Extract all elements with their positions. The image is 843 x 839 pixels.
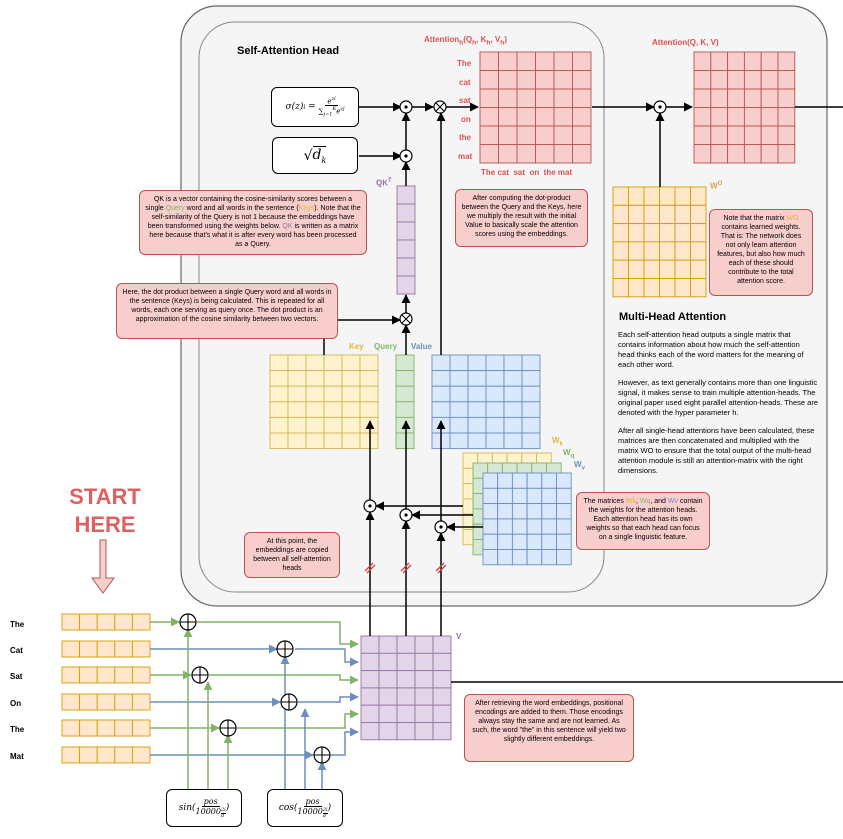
input-word: Mat: [10, 752, 24, 761]
qkt-vector: [396, 185, 416, 295]
attention-col-words: The cat sat on the mat: [481, 168, 573, 177]
add-op: [276, 640, 294, 658]
dot-product-op: [434, 520, 448, 534]
add-op: [219, 719, 237, 737]
wq-label: Wq: [563, 448, 575, 460]
split-mark: [364, 562, 376, 574]
wo-label: WO: [710, 181, 723, 191]
embedding-row: [61, 746, 151, 764]
copied-note: At this point, the embeddings are copied…: [244, 532, 340, 578]
wv-matrix: [482, 472, 572, 566]
add-op: [280, 693, 298, 711]
wire-green: [197, 621, 359, 649]
wire-green: [209, 674, 359, 685]
attention-row-word: cat: [459, 78, 471, 87]
attention-row-word: The: [457, 59, 472, 68]
start-arrow: [91, 539, 115, 594]
input-word: Cat: [10, 646, 23, 655]
matrices-note: The matrices Wk, Wq, and Wv contain the …: [576, 492, 710, 550]
multiply-op: [433, 100, 447, 114]
wv-label: Wv: [574, 460, 585, 472]
query-vector: [395, 354, 415, 450]
multi-head-attention-title: Multi-Head Attention: [619, 311, 727, 323]
input-word: Sat: [10, 672, 23, 681]
self-attention-head-title: Self-Attention Head: [237, 45, 340, 57]
input-word: On: [10, 699, 22, 708]
wire-green: [237, 709, 359, 729]
attention-row-word: on: [461, 115, 471, 124]
multi-head-description: Each self-attention head outputs a singl…: [618, 330, 818, 475]
query-label: Query: [374, 342, 398, 351]
wo-note: Note that the matrix WO contains learned…: [709, 209, 813, 296]
embedding-row: [61, 640, 151, 658]
embedding-row: [61, 719, 151, 737]
dot-product-op: [399, 100, 413, 114]
wire-blue: [298, 692, 359, 703]
attention-row-word: mat: [458, 152, 473, 161]
multiply-op: [399, 312, 413, 326]
softmax-formula: σ(z)i = ezi ∑j=1Kezj: [271, 87, 359, 127]
add-op: [191, 666, 209, 684]
dot-product-note: Here, the dot product between a single Q…: [116, 283, 338, 339]
qk-note: QK is a vector containing the cosine-sim…: [139, 190, 367, 255]
wo-matrix: [612, 186, 707, 298]
split-mark: [400, 562, 412, 574]
dot-product-op: [363, 499, 377, 513]
key-matrix: [269, 354, 379, 450]
v-matrix: [360, 635, 452, 741]
attention-h-label: Attentionh(Qh, Kh, Vh): [424, 35, 507, 47]
scale-note: After computing the dot-product between …: [455, 189, 588, 247]
key-label: Key: [349, 342, 364, 351]
embedding-row: [61, 666, 151, 684]
sqrt-dk-formula: √dk: [272, 137, 358, 174]
attention-matrix: [693, 51, 796, 164]
value-label: Value: [411, 342, 432, 351]
attention-h-matrix: [479, 51, 592, 164]
wire-blue: [295, 648, 359, 667]
positional-note: After retrieving the word embeddings, po…: [464, 694, 634, 762]
split-mark: [435, 562, 447, 574]
dot-product-op: [653, 100, 667, 114]
input-word: The: [10, 620, 25, 629]
attention-qkv-label: Attention(Q, K, V): [652, 38, 719, 47]
dot-product-op: [399, 149, 413, 163]
dot-product-op: [399, 508, 413, 522]
wk-label: Wk: [552, 436, 563, 448]
input-word: The: [10, 725, 25, 734]
attention-row-word: sat: [459, 96, 471, 105]
add-op: [313, 746, 331, 764]
embedding-row: [61, 613, 151, 631]
qkt-label: QKT: [376, 178, 392, 188]
wire-blue: [331, 727, 359, 756]
embedding-row: [61, 693, 151, 711]
v-label: V: [456, 632, 462, 641]
add-op: [179, 613, 197, 631]
attention-row-word: the: [459, 133, 471, 142]
